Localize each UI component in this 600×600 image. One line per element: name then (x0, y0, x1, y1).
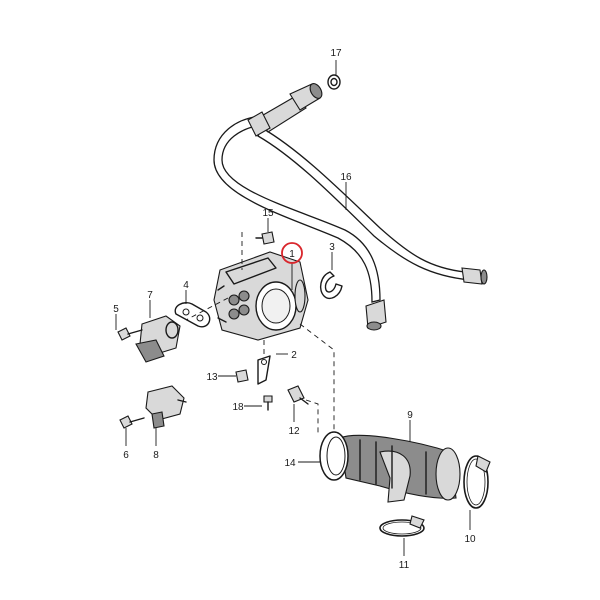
callout-6: 6 (123, 450, 129, 461)
bolt-part-5 (117, 327, 143, 341)
callout-1: 1 (289, 249, 295, 260)
bolt-part-15 (241, 231, 275, 270)
leader-lines (115, 60, 471, 556)
intake-boot-part-9 (339, 434, 461, 503)
ring-part-14 (319, 431, 349, 481)
clip-part-3 (319, 271, 343, 300)
alignment-guides (299, 323, 335, 436)
callout-3: 3 (329, 242, 335, 253)
bracket-part-2 (257, 340, 271, 385)
nut-part-13 (235, 369, 249, 383)
sensor-part-8 (145, 385, 187, 429)
callout-8: 8 (153, 450, 159, 461)
callout-2: 2 (291, 350, 297, 361)
callout-11: 11 (399, 560, 410, 571)
vent-hose-assembly (213, 83, 488, 331)
sensor-part-12 (287, 385, 309, 405)
callout-16: 16 (340, 172, 352, 183)
clamp-part-10 (463, 455, 491, 509)
callout-labels: 17 16 15 3 1 4 7 5 2 13 18 12 6 8 9 14 1… (113, 48, 476, 571)
callout-17: 17 (330, 48, 342, 59)
callout-7: 7 (147, 290, 153, 301)
callout-18: 18 (232, 402, 244, 413)
highlight-circle (281, 242, 303, 264)
valve-part-7 (135, 315, 181, 363)
bolt-part-6 (119, 415, 145, 429)
callout-15: 15 (262, 208, 274, 219)
callout-5: 5 (113, 304, 119, 315)
callout-9: 9 (407, 410, 413, 421)
callout-12: 12 (288, 426, 300, 437)
bolt-part-18 (263, 395, 273, 411)
callout-13: 13 (206, 372, 218, 383)
clamp-part-11 (379, 515, 425, 537)
gasket-part-4 (174, 302, 211, 328)
throttle-body-part-1 (185, 251, 309, 341)
callout-14: 14 (284, 458, 296, 469)
seal-part-17 (327, 74, 341, 90)
callout-10: 10 (464, 534, 476, 545)
callout-4: 4 (183, 280, 189, 291)
